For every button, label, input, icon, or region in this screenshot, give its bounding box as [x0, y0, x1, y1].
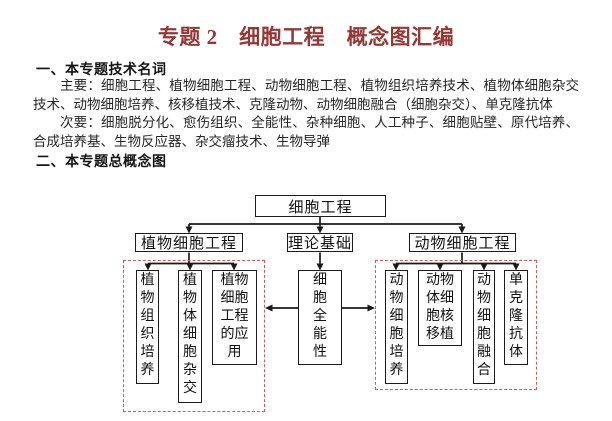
node-plant-somatic-hybridization: 植 物 体 细 胞 杂 交 [178, 270, 202, 403]
arrowhead-right [367, 304, 375, 312]
node-cell-totipotency: 细 胞 全 能 性 [298, 270, 342, 365]
root-branch-connector [185, 216, 466, 234]
node-animal-cell-engineering: 动物细胞工程 [409, 233, 516, 252]
doc-title: 专题 2 细胞工程 概念图汇编 [157, 25, 455, 49]
node-animal-nuclear-transfer: 动物 体细 胞核 移植 [418, 270, 462, 346]
node-cell-engineering: 细胞工程 [255, 195, 386, 217]
theory-connector [316, 252, 324, 271]
node-plant-cell-eng-application: 植物 细胞 工程 的应 用 [212, 270, 257, 365]
node-plant-cell-engineering: 植物细胞工程 [135, 233, 243, 252]
arrowhead-left [265, 304, 273, 312]
root-branch-lines [188, 216, 463, 227]
node-animal-cell-culture: 动 物 细 胞 培 养 [385, 270, 408, 384]
node-monoclonal-antibody: 单 克 隆 抗 体 [504, 270, 528, 365]
node-theoretical-basis: 理论基础 [287, 233, 353, 252]
section1-heading: 一、本专题技术名词 [36, 63, 167, 78]
animal-dashed-group [375, 260, 537, 390]
node-plant-tissue-culture: 植 物 组 织 培 养 [136, 270, 159, 384]
terms-secondary-paragraph: 次要：细胞脱分化、愈伤组织、全能性、杂种细胞、人工种子、细胞贴壁、原代培养、合成… [33, 115, 579, 149]
section2-heading: 二、本专题总概念图 [36, 155, 167, 170]
plant-dashed-group [123, 260, 265, 412]
node-animal-cell-fusion: 动 物 细 胞 融 合 [473, 270, 495, 384]
terms-primary-paragraph: 主要：细胞工程、植物细胞工程、动物细胞工程、植物组织培养技术、植物体细胞杂交技术… [33, 78, 579, 112]
